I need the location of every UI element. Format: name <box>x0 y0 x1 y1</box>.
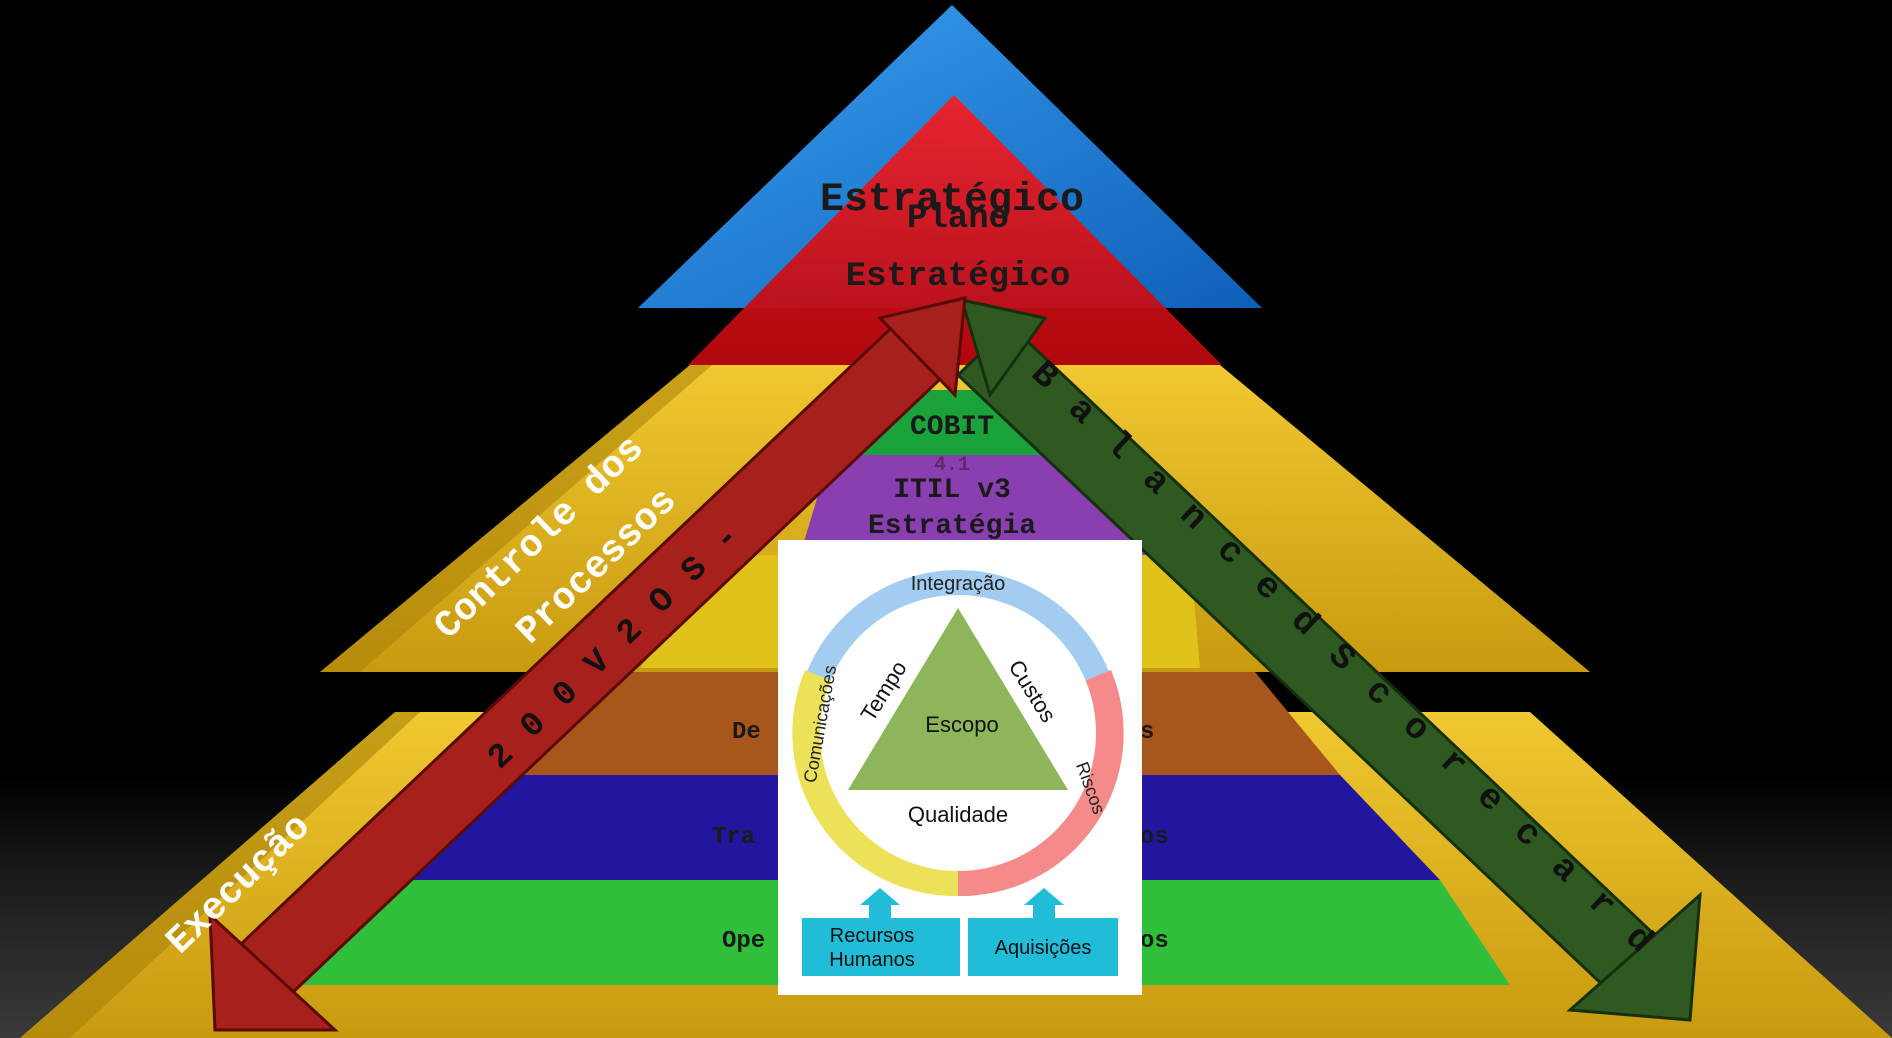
itil-band <box>800 455 1150 555</box>
itil-label-line2: Estratégia <box>868 511 1036 542</box>
operation-label: Ope <box>722 928 765 955</box>
middle-gold-tier-shade <box>320 365 712 672</box>
cobit-label: COBIT <box>910 412 994 443</box>
pmbok-acquisitions: Aquisições <box>995 937 1092 959</box>
pmbok-scope: Escopo <box>925 712 998 737</box>
pmbok-panel <box>778 540 1142 995</box>
pmbok-human-resources-line1: Recursos <box>830 925 914 947</box>
balanced-scorecard-arrow <box>955 297 1702 1022</box>
plan-label-line1: Plano <box>907 200 1009 238</box>
pmbok-human-resources-line2: Humanos <box>829 949 915 971</box>
plan-label-line2: Estratégico <box>846 258 1070 296</box>
iso-20000-arrow <box>208 296 967 1032</box>
pmbok-integration: Integração <box>911 573 1006 595</box>
transition-label: Tra <box>712 824 755 851</box>
pmbok-quality: Qualidade <box>908 802 1008 827</box>
design-label: De <box>732 719 761 746</box>
red-plan-tier <box>688 95 1222 365</box>
cobit-subtitle: 4.1 <box>934 454 970 477</box>
itil-label-line1: ITIL v3 <box>893 475 1011 506</box>
design-label-tail: s <box>1140 719 1154 746</box>
bottom-gold-tier-shade <box>20 712 420 1038</box>
strategic-label: Estratégico <box>820 178 1084 223</box>
operation-label-tail: os <box>1140 928 1169 955</box>
transition-label-tail: os <box>1140 824 1169 851</box>
